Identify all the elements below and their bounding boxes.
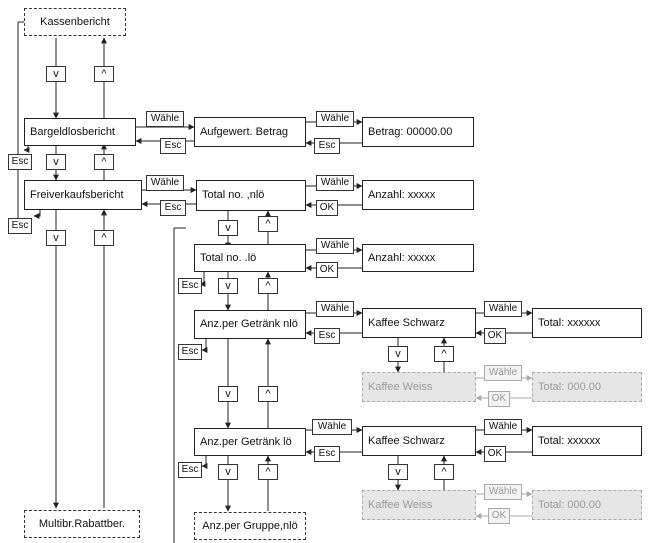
key-select[interactable]: Wähle — [484, 301, 522, 317]
key-select[interactable]: Wähle — [316, 111, 354, 127]
key-select[interactable]: Wähle — [484, 419, 522, 435]
submenu-label: Kaffee Schwarz — [368, 316, 445, 329]
key-escape[interactable]: Esc — [160, 138, 186, 154]
submenu-label: Kaffee Weiss — [368, 498, 433, 511]
key-escape[interactable]: Esc — [314, 138, 340, 154]
key-select[interactable]: Wähle — [146, 111, 184, 127]
key-escape[interactable]: Esc — [160, 200, 186, 216]
value-anzahl-lo: Anzahl: xxxxx — [362, 244, 474, 272]
submenu-label: Kaffee Schwarz — [368, 434, 445, 447]
key-ok[interactable]: OK — [316, 200, 338, 216]
submenu-anz-getraenk-lo[interactable]: Anz.per Getränk lö — [194, 428, 306, 456]
value-label: Anzahl: xxxxx — [368, 251, 436, 264]
value-label: Betrag: 00000.00 — [368, 125, 453, 138]
key-select[interactable]: Wähle — [312, 419, 352, 435]
key-escape[interactable]: Esc — [178, 344, 202, 360]
value-label: Total: xxxxxx — [538, 316, 601, 329]
submenu-kaffee-schwarz-nlo[interactable]: Kaffee Schwarz — [362, 308, 476, 338]
key-down[interactable]: v — [46, 66, 66, 82]
value-total-weiss-nlo: Total: 000.00 — [532, 372, 642, 402]
key-select: Wähle — [484, 365, 522, 381]
value-total-schwarz-lo: Total: xxxxxx — [532, 426, 642, 456]
key-up[interactable]: ^ — [94, 230, 114, 246]
value-anzahl-nlo: Anzahl: xxxxx — [362, 180, 474, 210]
key-select[interactable]: Wähle — [316, 238, 354, 254]
key-up[interactable]: ^ — [258, 278, 278, 294]
key-down[interactable]: v — [218, 220, 238, 236]
key-select[interactable]: Wähle — [316, 301, 354, 317]
key-select: Wähle — [484, 484, 522, 500]
key-escape[interactable]: Esc — [314, 446, 340, 462]
menu-item-label: Freiverkaufsbericht — [30, 188, 124, 201]
submenu-kaffee-weiss-nlo: Kaffee Weiss — [362, 372, 476, 402]
key-escape[interactable]: Esc — [8, 218, 32, 234]
menu-item-freiverkaufsbericht[interactable]: Freiverkaufsbericht — [24, 180, 142, 210]
key-select[interactable]: Wähle — [146, 175, 184, 191]
submenu-label: Anz.per Gruppe,nlö — [202, 519, 298, 532]
key-down[interactable]: v — [388, 346, 408, 362]
key-down[interactable]: v — [218, 278, 238, 294]
key-up[interactable]: ^ — [434, 346, 454, 362]
key-down[interactable]: v — [218, 386, 238, 402]
submenu-anz-getraenk-nlo[interactable]: Anz.per Getränk nlö — [194, 310, 306, 339]
key-up[interactable]: ^ — [434, 464, 454, 480]
submenu-label: Total no. .lö — [200, 251, 257, 264]
menu-item-label: Kassenbericht — [40, 15, 110, 28]
value-betrag: Betrag: 00000.00 — [362, 117, 474, 147]
value-label: Total: xxxxxx — [538, 434, 601, 447]
submenu-label: Anz.per Getränk nlö — [200, 318, 298, 330]
value-total-schwarz-nlo: Total: xxxxxx — [532, 308, 642, 338]
menu-item-label: Multibr.Rabattber. — [38, 517, 126, 530]
key-up[interactable]: ^ — [258, 216, 278, 232]
menu-item-multibr-rabattber[interactable]: Multibr.Rabattber. — [24, 510, 140, 538]
key-ok: OK — [488, 508, 510, 524]
submenu-kaffee-weiss-lo: Kaffee Weiss — [362, 490, 476, 520]
menu-item-kassenbericht[interactable]: Kassenbericht — [24, 8, 126, 36]
key-ok: OK — [488, 391, 510, 407]
submenu-label: Total no. ,nlö — [202, 189, 265, 201]
value-label: Total: 000.00 — [538, 498, 601, 511]
submenu-label: Kaffee Weiss — [368, 380, 433, 393]
submenu-total-nlo[interactable]: Total no. ,nlö — [196, 180, 306, 211]
menu-item-label: Bargeldlosbericht — [30, 125, 115, 138]
value-label: Total: 000.00 — [538, 380, 601, 393]
key-select[interactable]: Wähle — [316, 175, 354, 191]
key-ok[interactable]: OK — [316, 262, 338, 278]
key-escape[interactable]: Esc — [314, 328, 340, 344]
submenu-kaffee-schwarz-lo[interactable]: Kaffee Schwarz — [362, 426, 476, 456]
value-label: Anzahl: xxxxx — [368, 188, 436, 201]
menu-item-bargeldlosbericht[interactable]: Bargeldlosbericht — [24, 118, 136, 146]
submenu-anz-gruppe-nlo[interactable]: Anz.per Gruppe,nlö — [194, 512, 306, 540]
key-ok[interactable]: OK — [484, 328, 506, 344]
key-escape[interactable]: Esc — [8, 154, 32, 170]
key-escape[interactable]: Esc — [178, 462, 202, 478]
key-up[interactable]: ^ — [258, 464, 278, 480]
submenu-total-lo[interactable]: Total no. .lö — [194, 244, 306, 272]
key-down[interactable]: v — [46, 154, 66, 170]
key-up[interactable]: ^ — [94, 66, 114, 82]
submenu-label: Anz.per Getränk lö — [200, 435, 292, 448]
key-up[interactable]: ^ — [258, 386, 278, 402]
value-total-weiss-lo: Total: 000.00 — [532, 490, 642, 520]
key-ok[interactable]: OK — [484, 446, 506, 462]
submenu-aufgewert-betrag[interactable]: Aufgewert. Betrag — [194, 117, 306, 147]
key-escape[interactable]: Esc — [178, 278, 202, 294]
key-up[interactable]: ^ — [94, 154, 114, 170]
key-down[interactable]: v — [218, 464, 238, 480]
key-down[interactable]: v — [46, 230, 66, 246]
key-down[interactable]: v — [388, 464, 408, 480]
submenu-label: Aufgewert. Betrag — [200, 125, 289, 138]
